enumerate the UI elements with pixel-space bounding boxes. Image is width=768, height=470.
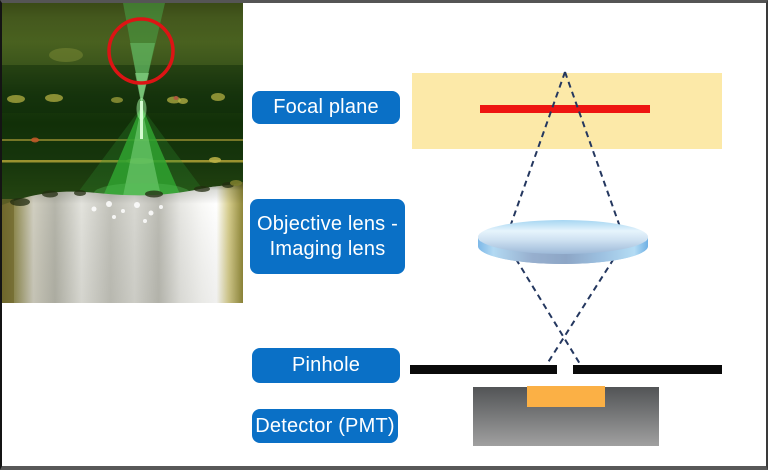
label-objective-imaging-lens: Objective lens - Imaging lens: [250, 199, 405, 274]
label-focal-plane: Focal plane: [252, 91, 400, 124]
light-rays: [504, 71, 626, 365]
ray-lower-right: [546, 240, 626, 365]
label-focal-plane-text: Focal plane: [273, 96, 379, 119]
lens-rim: [478, 237, 648, 264]
confocal-schematic: [410, 71, 722, 446]
photo-dark-band: [2, 65, 243, 113]
ray-lower-left: [504, 240, 581, 365]
ray-upper-left: [504, 71, 566, 242]
label-detector-pmt-text: Detector (PMT): [255, 414, 395, 437]
objective-lens-shape: [478, 220, 648, 264]
pinhole-bar-left: [410, 365, 557, 374]
label-pinhole: Pinhole: [252, 348, 400, 383]
label-detector-pmt: Detector (PMT): [252, 409, 398, 443]
ray-upper-right: [564, 71, 626, 242]
metal-cylinder: [2, 180, 243, 303]
laser-focus-photo: [2, 3, 243, 303]
label-objective-line2: Imaging lens: [269, 237, 386, 260]
label-objective-line1: Objective lens -: [256, 213, 399, 236]
laser-lower-cone-core: [122, 106, 162, 201]
lens-top-face: [478, 220, 648, 254]
label-pinhole-text: Pinhole: [291, 354, 361, 377]
detector-sensor: [527, 386, 605, 407]
pinhole-bar-right: [573, 365, 722, 374]
laser-focus-spot: [140, 101, 143, 139]
focus-highlight-circle: [107, 17, 175, 85]
sample-line: [480, 105, 650, 113]
metal-sparkles: [91, 201, 163, 223]
